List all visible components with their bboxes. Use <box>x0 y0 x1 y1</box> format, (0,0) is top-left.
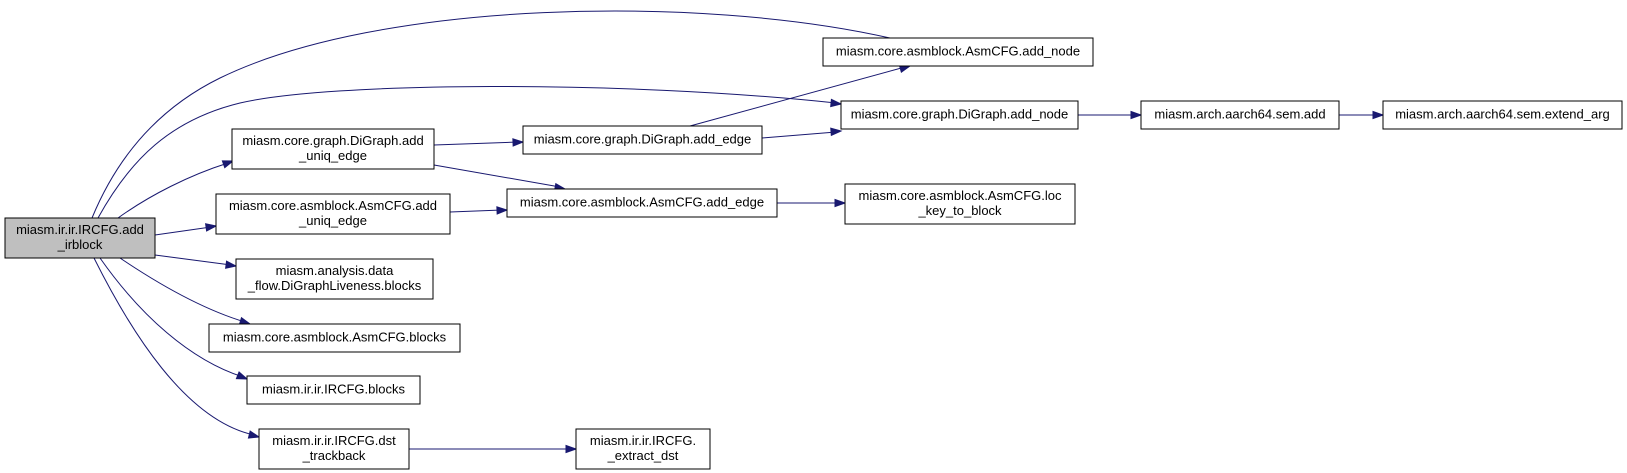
node-label-line: _extract_dst <box>607 448 679 463</box>
node-sem_extend_arg[interactable]: miasm.arch.aarch64.sem.extend_arg <box>1382 100 1623 130</box>
arrow-head-icon <box>496 206 509 215</box>
edge-line <box>119 257 246 323</box>
node-box[interactable] <box>506 188 778 218</box>
arrow-head-icon <box>830 127 843 137</box>
edge-line <box>433 141 519 146</box>
node-asmcfg_add_uniq_edge[interactable]: miasm.core.asmblock.AsmCFG.add_uniq_edge <box>215 193 451 235</box>
node-box[interactable] <box>235 258 434 300</box>
arrow-head-icon <box>834 198 847 208</box>
node-label-line: miasm.core.asmblock.AsmCFG.add_node <box>836 44 1080 59</box>
node-label-line: _flow.DiGraphLiveness.blocks <box>247 278 422 293</box>
node-loc_key_to_block[interactable]: miasm.core.asmblock.AsmCFG.loc_key_to_bl… <box>844 183 1076 225</box>
node-box[interactable] <box>208 323 461 353</box>
edge-line <box>449 209 503 213</box>
node-label-line: _irblock <box>57 237 103 252</box>
arrow-head-icon <box>512 138 525 147</box>
edge-asmcfg_add_edge-to-loc_key_to_block <box>777 198 847 208</box>
node-label-line: miasm.core.graph.DiGraph.add_edge <box>534 132 752 147</box>
edge-add_irblock-to-digraph_add_uniq_edge <box>117 160 235 219</box>
arrow-head-icon <box>1130 110 1143 120</box>
node-box[interactable] <box>575 428 711 470</box>
node-sem_add[interactable]: miasm.arch.aarch64.sem.add <box>1140 100 1340 130</box>
node-add_irblock[interactable]: miasm.ir.ir.IRCFG.add_irblock <box>4 217 156 259</box>
edge-line <box>93 257 255 436</box>
node-label-line: _trackback <box>302 448 366 463</box>
node-box[interactable] <box>4 217 156 259</box>
edge-add_irblock-to-asmcfg_blocks <box>119 257 252 326</box>
edge-digraph_add_edge-to-digraph_add_node <box>761 127 843 139</box>
edge-digraph_add_node-to-sem_add <box>1078 110 1143 120</box>
node-label-line: _key_to_block <box>917 203 1002 218</box>
node-box[interactable] <box>1140 100 1340 130</box>
edge-add_irblock-to-digraph_add_node <box>97 85 843 219</box>
edge-add_irblock-to-liveness_blocks <box>154 254 238 269</box>
edge-dst_trackback-to-extract_dst <box>409 444 578 454</box>
node-label-line: miasm.core.asmblock.AsmCFG.loc <box>859 188 1062 203</box>
edge-line <box>689 66 906 127</box>
edge-sem_add-to-sem_extend_arg <box>1339 110 1385 120</box>
edge-digraph_add_uniq_edge-to-asmcfg_add_edge <box>433 164 567 192</box>
arrow-head-icon <box>830 98 843 108</box>
node-label-line: _uniq_edge <box>298 213 367 228</box>
node-label-line: miasm.ir.ir.IRCFG. <box>590 433 696 448</box>
arrow-head-icon <box>1372 110 1385 120</box>
node-asmcfg_blocks[interactable]: miasm.core.asmblock.AsmCFG.blocks <box>208 323 461 353</box>
arrow-head-icon <box>225 260 238 269</box>
node-box[interactable] <box>258 428 410 470</box>
node-box[interactable] <box>215 193 451 235</box>
node-label-line: miasm.arch.aarch64.sem.extend_arg <box>1395 107 1610 122</box>
edge-asmcfg_add_uniq_edge-to-asmcfg_add_edge <box>449 206 509 215</box>
arrow-head-icon <box>205 223 218 232</box>
edge-line <box>91 10 891 219</box>
node-label-line: miasm.ir.ir.IRCFG.blocks <box>262 382 406 397</box>
node-label-line: miasm.core.graph.DiGraph.add_node <box>851 107 1069 122</box>
node-extract_dst[interactable]: miasm.ir.ir.IRCFG._extract_dst <box>575 428 711 470</box>
node-box[interactable] <box>822 37 1094 67</box>
edge-digraph_add_uniq_edge-to-digraph_add_edge <box>433 138 525 147</box>
node-label-line: miasm.ir.ir.IRCFG.add <box>16 222 144 237</box>
node-digraph_add_node[interactable]: miasm.core.graph.DiGraph.add_node <box>840 100 1079 130</box>
node-asmcfg_add_node[interactable]: miasm.core.asmblock.AsmCFG.add_node <box>822 37 1094 67</box>
node-box[interactable] <box>246 375 421 405</box>
arrow-head-icon <box>235 371 249 380</box>
edge-line <box>761 131 837 139</box>
nodes-layer: miasm.ir.ir.IRCFG.add_irblock miasm.core.… <box>4 37 1623 470</box>
arrow-head-icon <box>221 160 235 169</box>
node-label-line: miasm.core.asmblock.AsmCFG.add <box>229 198 437 213</box>
node-box[interactable] <box>231 128 435 170</box>
node-label-line: miasm.arch.aarch64.sem.add <box>1154 107 1325 122</box>
edge-line <box>117 162 229 219</box>
node-digraph_add_uniq_edge[interactable]: miasm.core.graph.DiGraph.add_uniq_edge <box>231 128 435 170</box>
edge-line <box>154 254 232 266</box>
arrow-head-icon <box>565 444 578 454</box>
node-digraph_add_edge[interactable]: miasm.core.graph.DiGraph.add_edge <box>522 125 763 155</box>
node-label-line: miasm.analysis.data <box>276 263 395 278</box>
node-liveness_blocks[interactable]: miasm.analysis.data_flow.DiGraphLiveness… <box>235 258 434 300</box>
edge-line <box>154 226 212 236</box>
edge-add_irblock-to-asmcfg_add_node <box>91 10 892 219</box>
edge-line <box>97 85 837 219</box>
edge-line <box>99 257 244 378</box>
node-asmcfg_add_edge[interactable]: miasm.core.asmblock.AsmCFG.add_edge <box>506 188 778 218</box>
node-label-line: miasm.core.graph.DiGraph.add <box>242 133 423 148</box>
node-label-line: miasm.core.asmblock.AsmCFG.blocks <box>223 330 447 345</box>
node-label-line: miasm.core.asmblock.AsmCFG.add_edge <box>520 195 764 210</box>
edges-layer <box>91 10 1385 454</box>
edge-add_irblock-to-ircfg_blocks <box>99 257 249 380</box>
node-dst_trackback[interactable]: miasm.ir.ir.IRCFG.dst_trackback <box>258 428 410 470</box>
edge-line <box>433 164 561 188</box>
node-box[interactable] <box>1382 100 1623 130</box>
node-box[interactable] <box>844 183 1076 225</box>
arrow-head-icon <box>247 430 261 439</box>
node-label-line: miasm.ir.ir.IRCFG.dst <box>272 433 396 448</box>
node-label-line: _uniq_edge <box>298 148 367 163</box>
node-box[interactable] <box>840 100 1079 130</box>
edge-add_irblock-to-asmcfg_add_uniq_edge <box>154 223 218 236</box>
node-ircfg_blocks[interactable]: miasm.ir.ir.IRCFG.blocks <box>246 375 421 405</box>
edge-add_irblock-to-dst_trackback <box>93 257 261 439</box>
node-box[interactable] <box>522 125 763 155</box>
